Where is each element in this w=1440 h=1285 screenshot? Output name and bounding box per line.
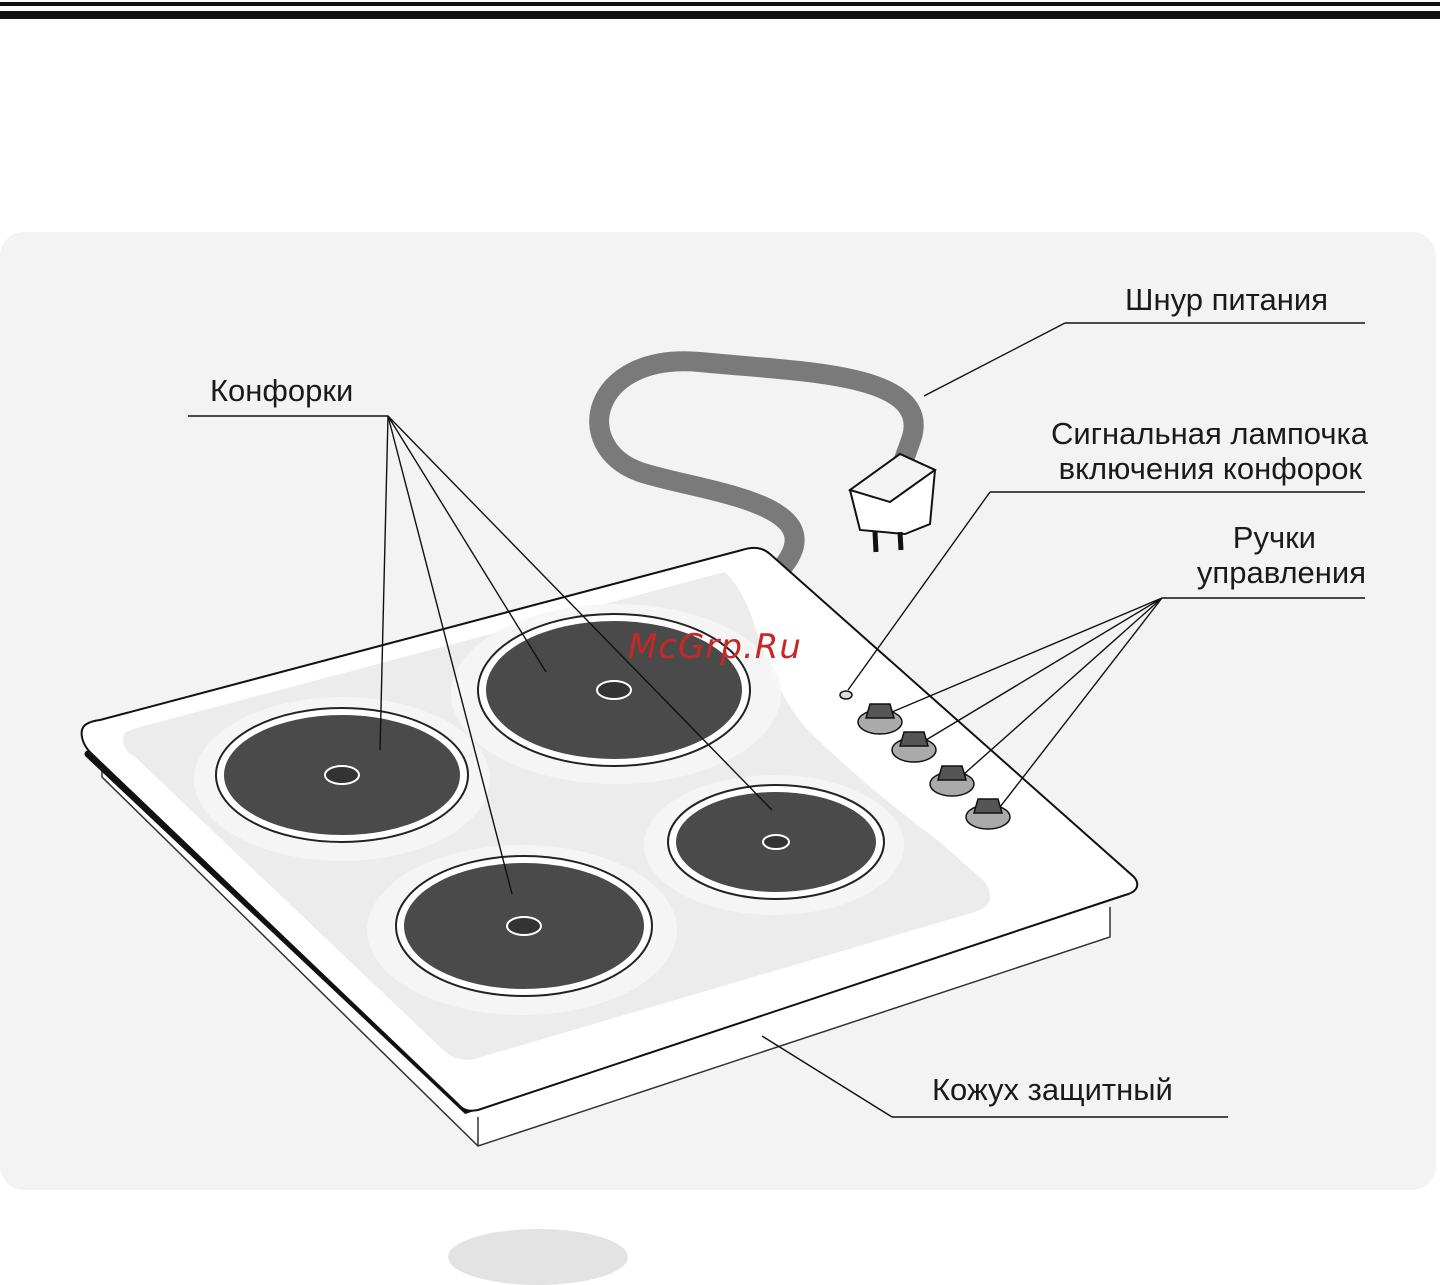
leader-cord xyxy=(924,323,1065,396)
leader-knobs-2 xyxy=(926,598,1162,740)
burner-rear-left xyxy=(194,697,490,861)
burner-front-left xyxy=(367,845,677,1015)
power-plug-icon xyxy=(850,454,935,552)
control-knob-icon xyxy=(938,766,966,780)
leader-knobs-3 xyxy=(964,598,1162,774)
header-rule-top xyxy=(0,2,1440,6)
label-control-knobs-line1: Ручки xyxy=(1100,522,1316,554)
page-number-tab xyxy=(448,1229,628,1285)
label-protective-cover: Кожух защитный xyxy=(932,1074,1173,1106)
watermark: McGrp.Ru xyxy=(628,627,802,667)
leader-knobs-4 xyxy=(1000,598,1162,807)
label-indicator-lamp-line1: Сигнальная лампочка xyxy=(960,418,1368,450)
control-knob-icon xyxy=(866,704,894,718)
label-control-knobs-line2: управления xyxy=(1100,557,1366,589)
leader-cover xyxy=(762,1036,892,1117)
indicator-lamp-icon xyxy=(840,691,852,699)
power-cord xyxy=(599,361,914,570)
label-power-cord: Шнур питания xyxy=(1080,284,1328,316)
control-knob-icon xyxy=(900,732,928,746)
burner-front-right xyxy=(644,775,904,915)
diagram-panel: Конфорки Шнур питания Сигнальная лампочк… xyxy=(0,232,1436,1190)
header-rule-bottom xyxy=(0,11,1440,19)
label-burners: Конфорки xyxy=(210,375,353,407)
label-indicator-lamp-line2: включения конфорок xyxy=(960,453,1362,485)
control-knob-icon xyxy=(974,799,1002,813)
leader-knobs-1 xyxy=(892,598,1162,712)
